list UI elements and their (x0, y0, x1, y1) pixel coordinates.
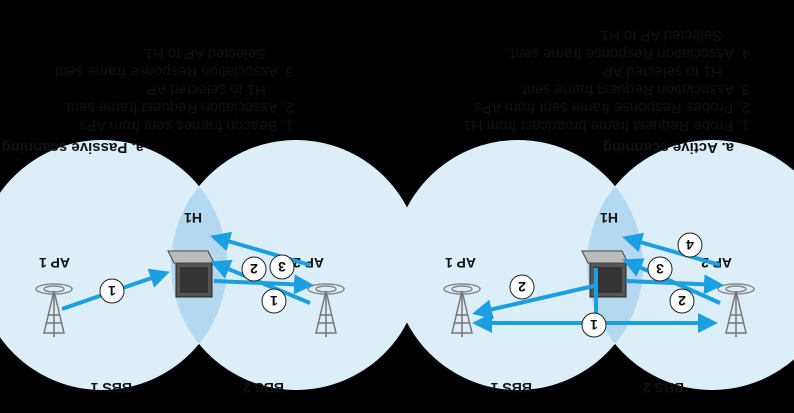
active-steps: a. Active scanning 1. Probe Request fram… (463, 27, 750, 156)
passive-heading-text: a. Passive scanning (1, 139, 144, 156)
passive-bss2-label: BBS 2 (243, 380, 284, 396)
active-host-label: H1 (600, 210, 618, 226)
step-badge: 1 (99, 278, 125, 304)
passive-ap1-label: AP 1 (39, 255, 70, 271)
passive-ap1-tower (35, 283, 73, 337)
active-step-2: 2. Probes Response frame sent from APs (474, 99, 750, 116)
active-step-3-detail: H1 to selected AP (603, 63, 722, 80)
passive-step-1: 1. Beacon frames sent from APs (79, 117, 294, 134)
assoc-response-arrow (622, 232, 721, 267)
svg-text:2: 2 (518, 279, 526, 295)
step-badge: 2 (241, 256, 267, 282)
svg-text:2: 2 (250, 261, 258, 277)
svg-text:1: 1 (590, 317, 598, 333)
active-step-4: 4. Association Response frame sent: (507, 45, 750, 62)
step-badge: 2 (509, 274, 535, 300)
step-badge: 3 (269, 254, 295, 280)
bss1-coverage (0, 140, 227, 390)
assoc-request-arrow (213, 274, 314, 295)
step-badge: 1 (581, 312, 607, 338)
step-badge: 1 (261, 288, 287, 314)
step-badge: 4 (677, 232, 703, 258)
active-step-3: 3. Association Request frame sent: (518, 81, 750, 98)
step-badge: 2 (669, 288, 695, 314)
active-bss2-label: BBS 2 (643, 380, 684, 396)
passive-step-3: 3. Association Response frame sent: (51, 63, 294, 80)
passive-bss1-label: BBS 1 (91, 380, 132, 396)
bss2-coverage (171, 140, 421, 390)
active-step-1: 1. Probe Request frame broadcast from H1 (463, 117, 750, 134)
svg-text:2: 2 (678, 293, 686, 309)
passive-step-3-detail: Selected AP to H1 (145, 45, 266, 62)
svg-text:4: 4 (686, 237, 694, 253)
active-heading-text: a. Active scanning (603, 139, 734, 156)
assoc-request-arrow (625, 274, 724, 295)
active-ap1-tower (443, 283, 481, 337)
passive-step-2-detail: H1 to selected AP (147, 81, 266, 98)
active-scanning-panel: BBS 2 BBS 1 H1 AP 2 AP 1 (393, 140, 794, 396)
step-badge: 3 (647, 256, 673, 282)
passive-scanning-panel: BBS 2 BBS 1 H1 AP 2 AP 1 1 2 3 1 (0, 140, 421, 396)
svg-text:1: 1 (270, 293, 278, 309)
active-ap1-label: AP 1 (445, 255, 476, 271)
passive-step-2: 2. Association Request frame sent: (62, 99, 294, 116)
passive-host-laptop (167, 250, 215, 298)
active-bss1-label: BBS 1 (491, 380, 532, 396)
passive-ap2-tower (307, 283, 345, 337)
svg-text:3: 3 (278, 259, 286, 275)
active-step-4-detail: Selected AP to H1 (601, 27, 722, 44)
svg-text:3: 3 (656, 261, 664, 277)
assoc-response-arrow (210, 231, 311, 267)
svg-text:1: 1 (108, 283, 116, 299)
passive-steps: a. Passive scanning 1. Beacon frames sen… (1, 45, 294, 156)
probe-request-arrow (472, 283, 599, 320)
passive-host-label: H1 (184, 210, 202, 226)
